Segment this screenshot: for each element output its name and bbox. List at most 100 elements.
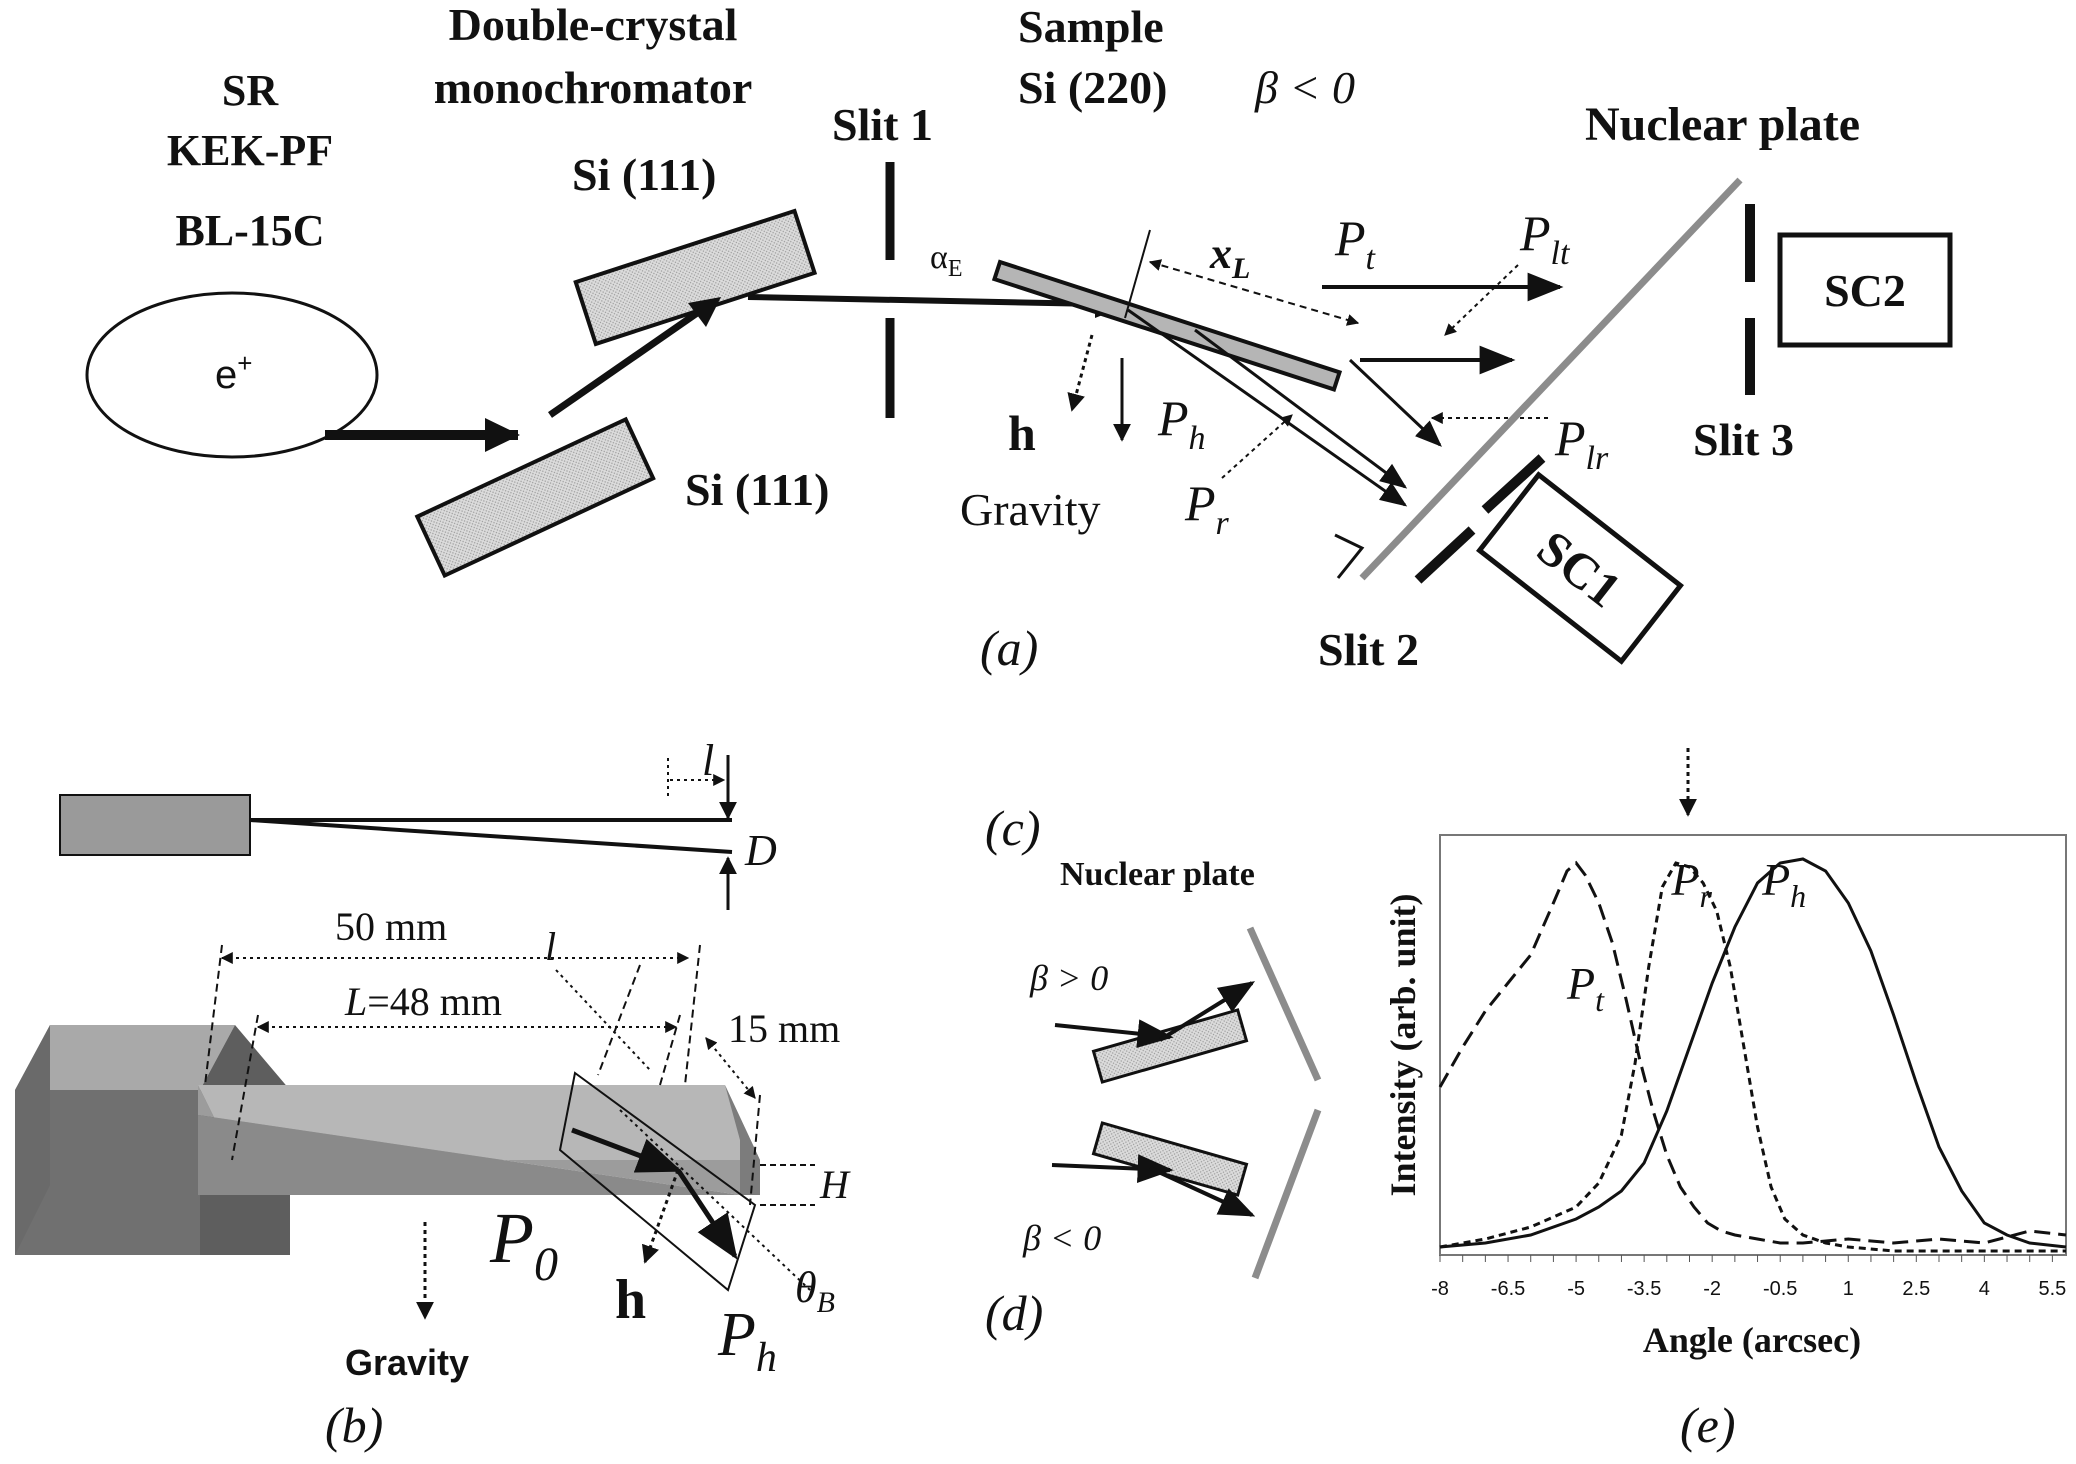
crystal-beta-neg	[1091, 1121, 1249, 1197]
x-l-dimension	[1148, 259, 1360, 326]
x-tick-label: -0.5	[1763, 1278, 1797, 1300]
series-line-r	[1439, 861, 2066, 1253]
panel-d-label: (d)	[985, 1285, 1043, 1341]
panel-b: l D 50 mm L=48 mm l 15 mm H P0 h	[15, 736, 851, 1453]
slit2-bottom	[1414, 526, 1476, 584]
slit1-label: Slit 1	[832, 99, 933, 150]
diffracted-beta-neg	[1149, 1166, 1256, 1217]
x-axis-label: Angle (arcsec)	[1643, 1320, 1861, 1360]
panel-a-label: (a)	[980, 620, 1038, 676]
gravity-label-a: Gravity	[960, 484, 1101, 535]
block-left	[15, 1025, 50, 1255]
theta-line	[619, 1109, 811, 1291]
p-t-label: Pt	[1334, 210, 1377, 277]
series-group	[1438, 857, 2067, 1253]
x-l-label: xL	[1209, 229, 1250, 285]
p-lt-pointer	[1444, 264, 1519, 336]
gravity-label-b: Gravity	[345, 1342, 469, 1383]
mono-crystal-upper	[573, 208, 818, 347]
beam-front-face	[198, 1085, 760, 1195]
p-lr-arrow	[1348, 358, 1442, 447]
sc2-label: SC2	[1824, 265, 1906, 316]
l-top-label: l	[702, 736, 714, 785]
slit3-label: Slit 3	[1693, 414, 1794, 465]
panel-d: Nuclear plate β > 0 β < 0 (d)	[985, 856, 1322, 1341]
len-L-label: L=48 mm	[344, 979, 502, 1024]
series-line-t	[1438, 860, 2067, 1245]
sc1-detector: SC1	[1476, 471, 1684, 665]
crystal-beta-pos	[1091, 1008, 1249, 1084]
p-h-label: Ph	[1157, 390, 1206, 457]
mono-beam	[548, 299, 715, 418]
x-tick-label: 4	[1979, 1278, 1990, 1300]
beam-end	[725, 1085, 760, 1195]
slit2-top	[1481, 454, 1546, 514]
si111-upper-label: Si (111)	[572, 149, 716, 200]
ext-50-right	[684, 944, 701, 1086]
mono-beam-head	[688, 297, 721, 327]
panel-b-label: (b)	[325, 1397, 383, 1453]
len-15-label: 15 mm	[728, 1006, 840, 1051]
block-front	[15, 1090, 200, 1255]
ext-L-left	[231, 1014, 259, 1161]
beta-neg-label: β < 0	[1022, 1218, 1101, 1258]
mono-title-1: Double-crystal	[449, 0, 738, 50]
diffracted-beta-pos	[1158, 981, 1256, 1042]
d-label: D	[744, 826, 777, 875]
x-tick-label: -3.5	[1627, 1278, 1661, 1300]
h-arrow-b	[641, 1169, 680, 1264]
nuclear-plate-label-d: Nuclear plate	[1060, 856, 1255, 893]
x-tick-label: -2	[1703, 1278, 1721, 1300]
panel-a: SR KEK-PF BL-15C e+ Double-crystal monoc…	[85, 0, 1953, 676]
source-line-3: BL-15C	[175, 206, 324, 255]
beta-condition: β < 0	[1254, 62, 1355, 113]
h-label-b: h	[615, 1269, 646, 1331]
storage-ring-ellipse	[85, 291, 379, 459]
sc2-detector	[1777, 232, 1953, 348]
nuclear-plate-label: Nuclear plate	[1585, 98, 1860, 151]
x-tick-label: 5.5	[2038, 1278, 2066, 1300]
ext-l-inner	[597, 964, 641, 1076]
panel-e-label: (e)	[1680, 1397, 1736, 1453]
source-line-1: SR	[222, 66, 279, 115]
beta-pos-label: β > 0	[1029, 958, 1108, 998]
mono-title-2: monochromator	[434, 62, 753, 113]
l-mid-label: l	[545, 924, 556, 969]
sr-beam-head	[485, 418, 520, 452]
panel-c-label: (c)	[985, 800, 1041, 856]
nuclear-plate	[1359, 177, 1743, 581]
beam-underside	[198, 1115, 740, 1195]
p-lr-label: Plr	[1554, 410, 1609, 477]
sample-entry-tick	[1124, 229, 1151, 319]
incident-beam	[747, 294, 1101, 307]
y-axis-label: Intensity (arb. unit)	[1383, 893, 1423, 1196]
incident-beta-pos	[1054, 1019, 1174, 1048]
p-r-pointer	[1221, 414, 1293, 479]
H-label: H	[819, 1162, 851, 1207]
alpha-e-label: αE	[930, 239, 963, 282]
ext-L-right	[659, 1014, 681, 1086]
nuclear-plate-d-upper	[1246, 926, 1322, 1082]
source-line-2: KEK-PF	[167, 126, 333, 175]
ext-15-right	[749, 1094, 761, 1206]
cantilever-bent	[249, 818, 733, 854]
Ph-label-b: Ph	[717, 1301, 777, 1381]
series-line-h	[1439, 857, 2067, 1249]
p-h-arrow	[1127, 308, 1408, 507]
incident-arrow-b	[571, 1127, 683, 1173]
dim-15mm	[705, 1037, 756, 1099]
x-axis-ticks	[1439, 1255, 2053, 1262]
cantilever-holder	[59, 794, 251, 856]
nuclear-plate-d-lower	[1251, 1108, 1322, 1280]
x-tick-label: -8	[1431, 1278, 1449, 1300]
si111-lower-label: Si (111)	[685, 464, 829, 515]
series-label-r: Pr	[1670, 854, 1712, 914]
electron-label: e+	[215, 348, 252, 397]
l-mid-pointer	[555, 969, 651, 1071]
mono-crystal-lower	[414, 416, 656, 579]
series-label-t: Pt	[1566, 958, 1605, 1018]
